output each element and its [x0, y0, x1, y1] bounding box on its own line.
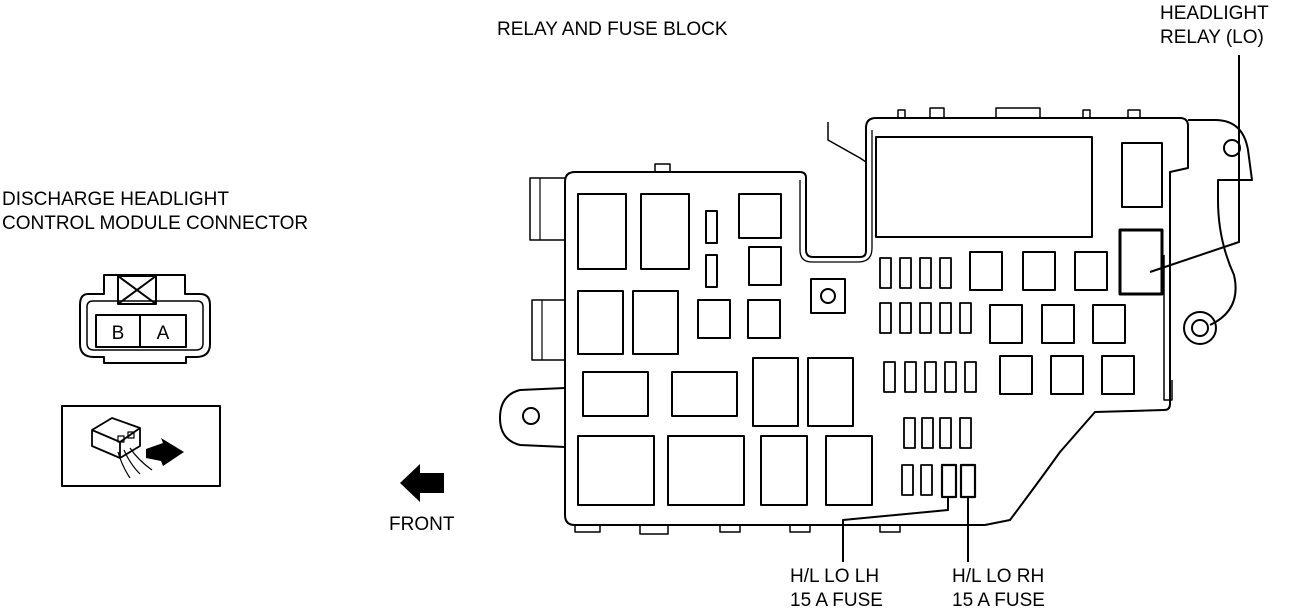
fuse-block [499, 107, 1253, 535]
fuse-lh [940, 463, 958, 499]
relay-group-right [969, 142, 1163, 395]
fuse-lh-label-line2: 15 A FUSE [790, 590, 883, 611]
bracket-hole-top [1223, 139, 1241, 157]
front-label: FRONT [389, 514, 455, 535]
headlight-relay-label-line2: RELAY (LO) [1160, 27, 1264, 48]
fuse-lh-leader [842, 497, 949, 562]
connector-latch [117, 275, 157, 305]
screw-boss [810, 278, 846, 314]
headlight-relay-label: HEADLIGHT RELAY (LO) [1160, 2, 1269, 50]
fuse-block-title: RELAY AND FUSE BLOCK [497, 19, 728, 40]
connector-title-line1: DISCHARGE HEADLIGHT [2, 189, 229, 210]
left-arrow-icon [400, 464, 444, 502]
fuse-rh-label-line1: H/L LO RH [952, 566, 1045, 587]
bracket-hole-bottom [1183, 311, 1217, 345]
fuse-group-right [879, 257, 977, 496]
connector-title-line2: CONTROL MODULE CONNECTOR [2, 213, 309, 234]
connector-face: B A [79, 274, 211, 364]
connector-title: DISCHARGE HEADLIGHT CONTROL MODULE CONNE… [2, 188, 308, 236]
headlight-relay-label-line1: HEADLIGHT [1160, 3, 1269, 24]
pin-b-label: B [112, 323, 125, 344]
headlight-relay-lo [1118, 228, 1164, 296]
relay-group-left [577, 193, 873, 506]
cover-window [875, 136, 1093, 238]
pin-a-label: A [157, 323, 170, 344]
fuse-rh [959, 463, 977, 499]
fuse-lh-label-line1: H/L LO LH [790, 566, 880, 587]
fuse-lh-label: H/L LO LH 15 A FUSE [790, 565, 883, 613]
left-tab-hole [522, 407, 540, 425]
connector-harness-side-icon [61, 405, 221, 487]
fuse-rh-label-line2: 15 A FUSE [952, 590, 1045, 611]
fuse-rh-label: H/L LO RH 15 A FUSE [952, 565, 1045, 613]
headlight-relay-leader [1149, 55, 1240, 273]
